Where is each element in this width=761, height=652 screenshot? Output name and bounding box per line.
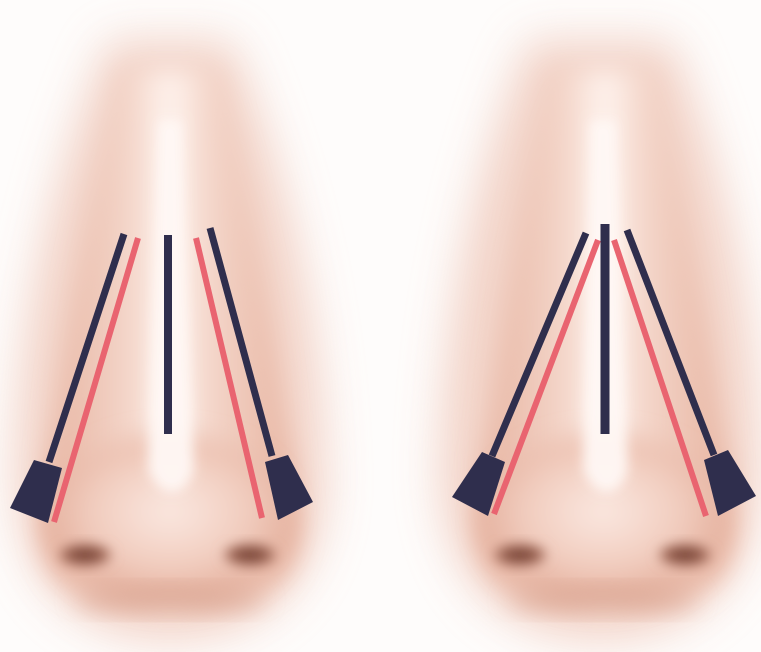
nose-right-icon (440, 40, 761, 640)
